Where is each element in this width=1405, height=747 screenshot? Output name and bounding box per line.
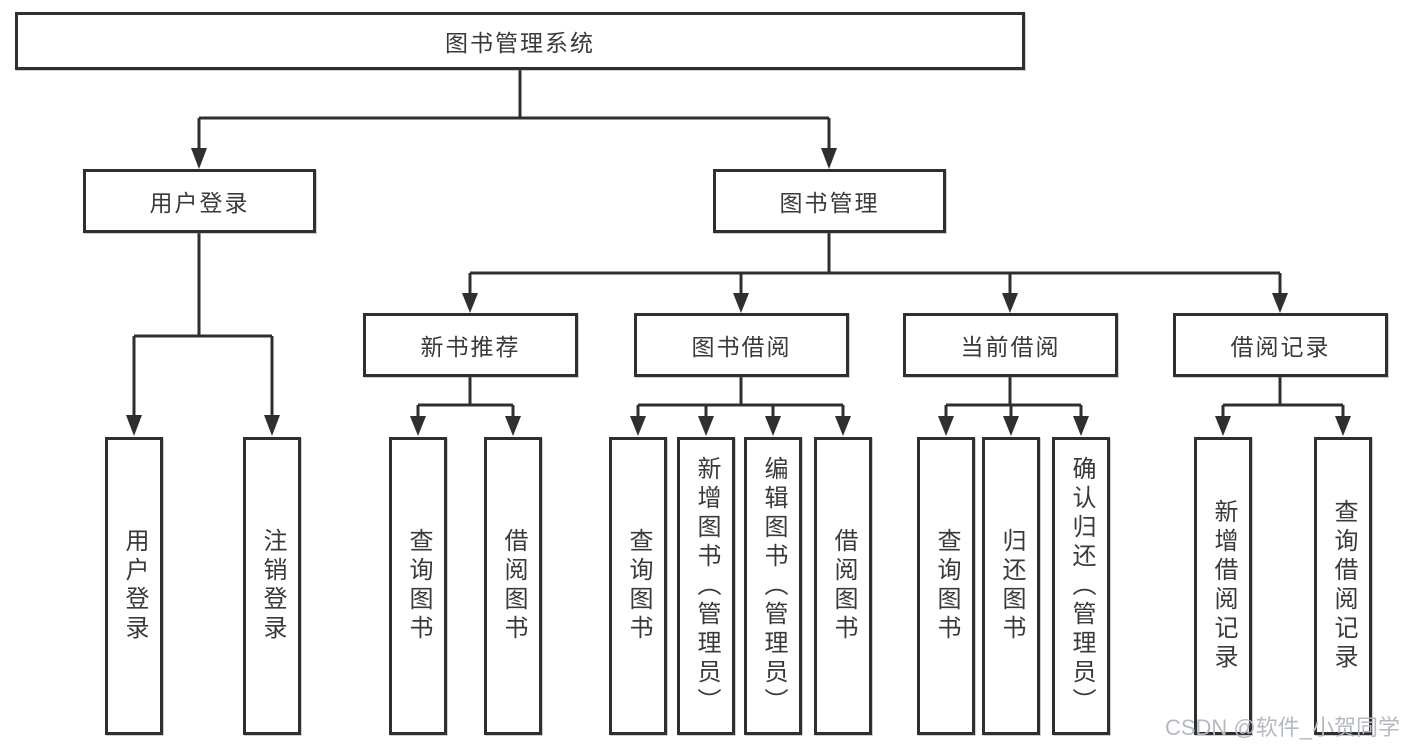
- leaf-records-add-borrow-record: 新增借阅记录: [1194, 437, 1252, 735]
- leaf-borrowing-query-books: 查询图书: [609, 437, 667, 735]
- leaf-newbook-borrow-books: 借阅图书: [484, 437, 542, 735]
- node-user-login: 用户登录: [83, 169, 316, 233]
- node-library-management-system: 图书管理系统: [15, 12, 1025, 70]
- node-new-book-recommendation: 新书推荐: [363, 313, 578, 377]
- leaf-borrowing-query-books-label: 查询图书: [625, 528, 652, 644]
- leaf-borrowing-add-books-admin: 新增图书（管理员）: [677, 437, 735, 735]
- leaf-borrowing-edit-books-admin: 编辑图书（管理员）: [744, 437, 802, 735]
- leaf-current-confirm-return-admin-label: 确认归还（管理员）: [1068, 455, 1095, 717]
- node-book-management: 图书管理: [713, 169, 946, 233]
- leaf-logout: 注销登录: [243, 437, 301, 735]
- leaf-current-confirm-return-admin: 确认归还（管理员）: [1052, 437, 1110, 735]
- leaf-records-add-borrow-record-label: 新增借阅记录: [1210, 499, 1237, 673]
- leaf-user-login-label: 用户登录: [121, 528, 148, 644]
- leaf-borrowing-borrow-books-label: 借阅图书: [830, 528, 857, 644]
- leaf-records-query-borrow-record: 查询借阅记录: [1314, 437, 1372, 735]
- leaf-records-query-borrow-record-label: 查询借阅记录: [1330, 499, 1357, 673]
- leaf-newbook-query-books-label: 查询图书: [405, 528, 432, 644]
- leaf-logout-label: 注销登录: [259, 528, 286, 644]
- leaf-current-return-books-label: 归还图书: [998, 528, 1025, 644]
- leaf-borrowing-add-books-admin-label: 新增图书（管理员）: [693, 455, 720, 717]
- leaf-current-query-books: 查询图书: [917, 437, 975, 735]
- leaf-current-return-books: 归还图书: [982, 437, 1040, 735]
- leaf-borrowing-borrow-books: 借阅图书: [814, 437, 872, 735]
- node-current-borrowing: 当前借阅: [903, 313, 1118, 377]
- leaf-newbook-borrow-books-label: 借阅图书: [500, 528, 527, 644]
- node-book-borrowing: 图书借阅: [634, 313, 849, 377]
- csdn-watermark: CSDN @软件_小贺同学: [1164, 715, 1400, 740]
- leaf-current-query-books-label: 查询图书: [933, 528, 960, 644]
- leaf-newbook-query-books: 查询图书: [389, 437, 447, 735]
- node-borrowing-records: 借阅记录: [1173, 313, 1388, 377]
- leaf-borrowing-edit-books-admin-label: 编辑图书（管理员）: [760, 455, 787, 717]
- leaf-user-login: 用户登录: [105, 437, 163, 735]
